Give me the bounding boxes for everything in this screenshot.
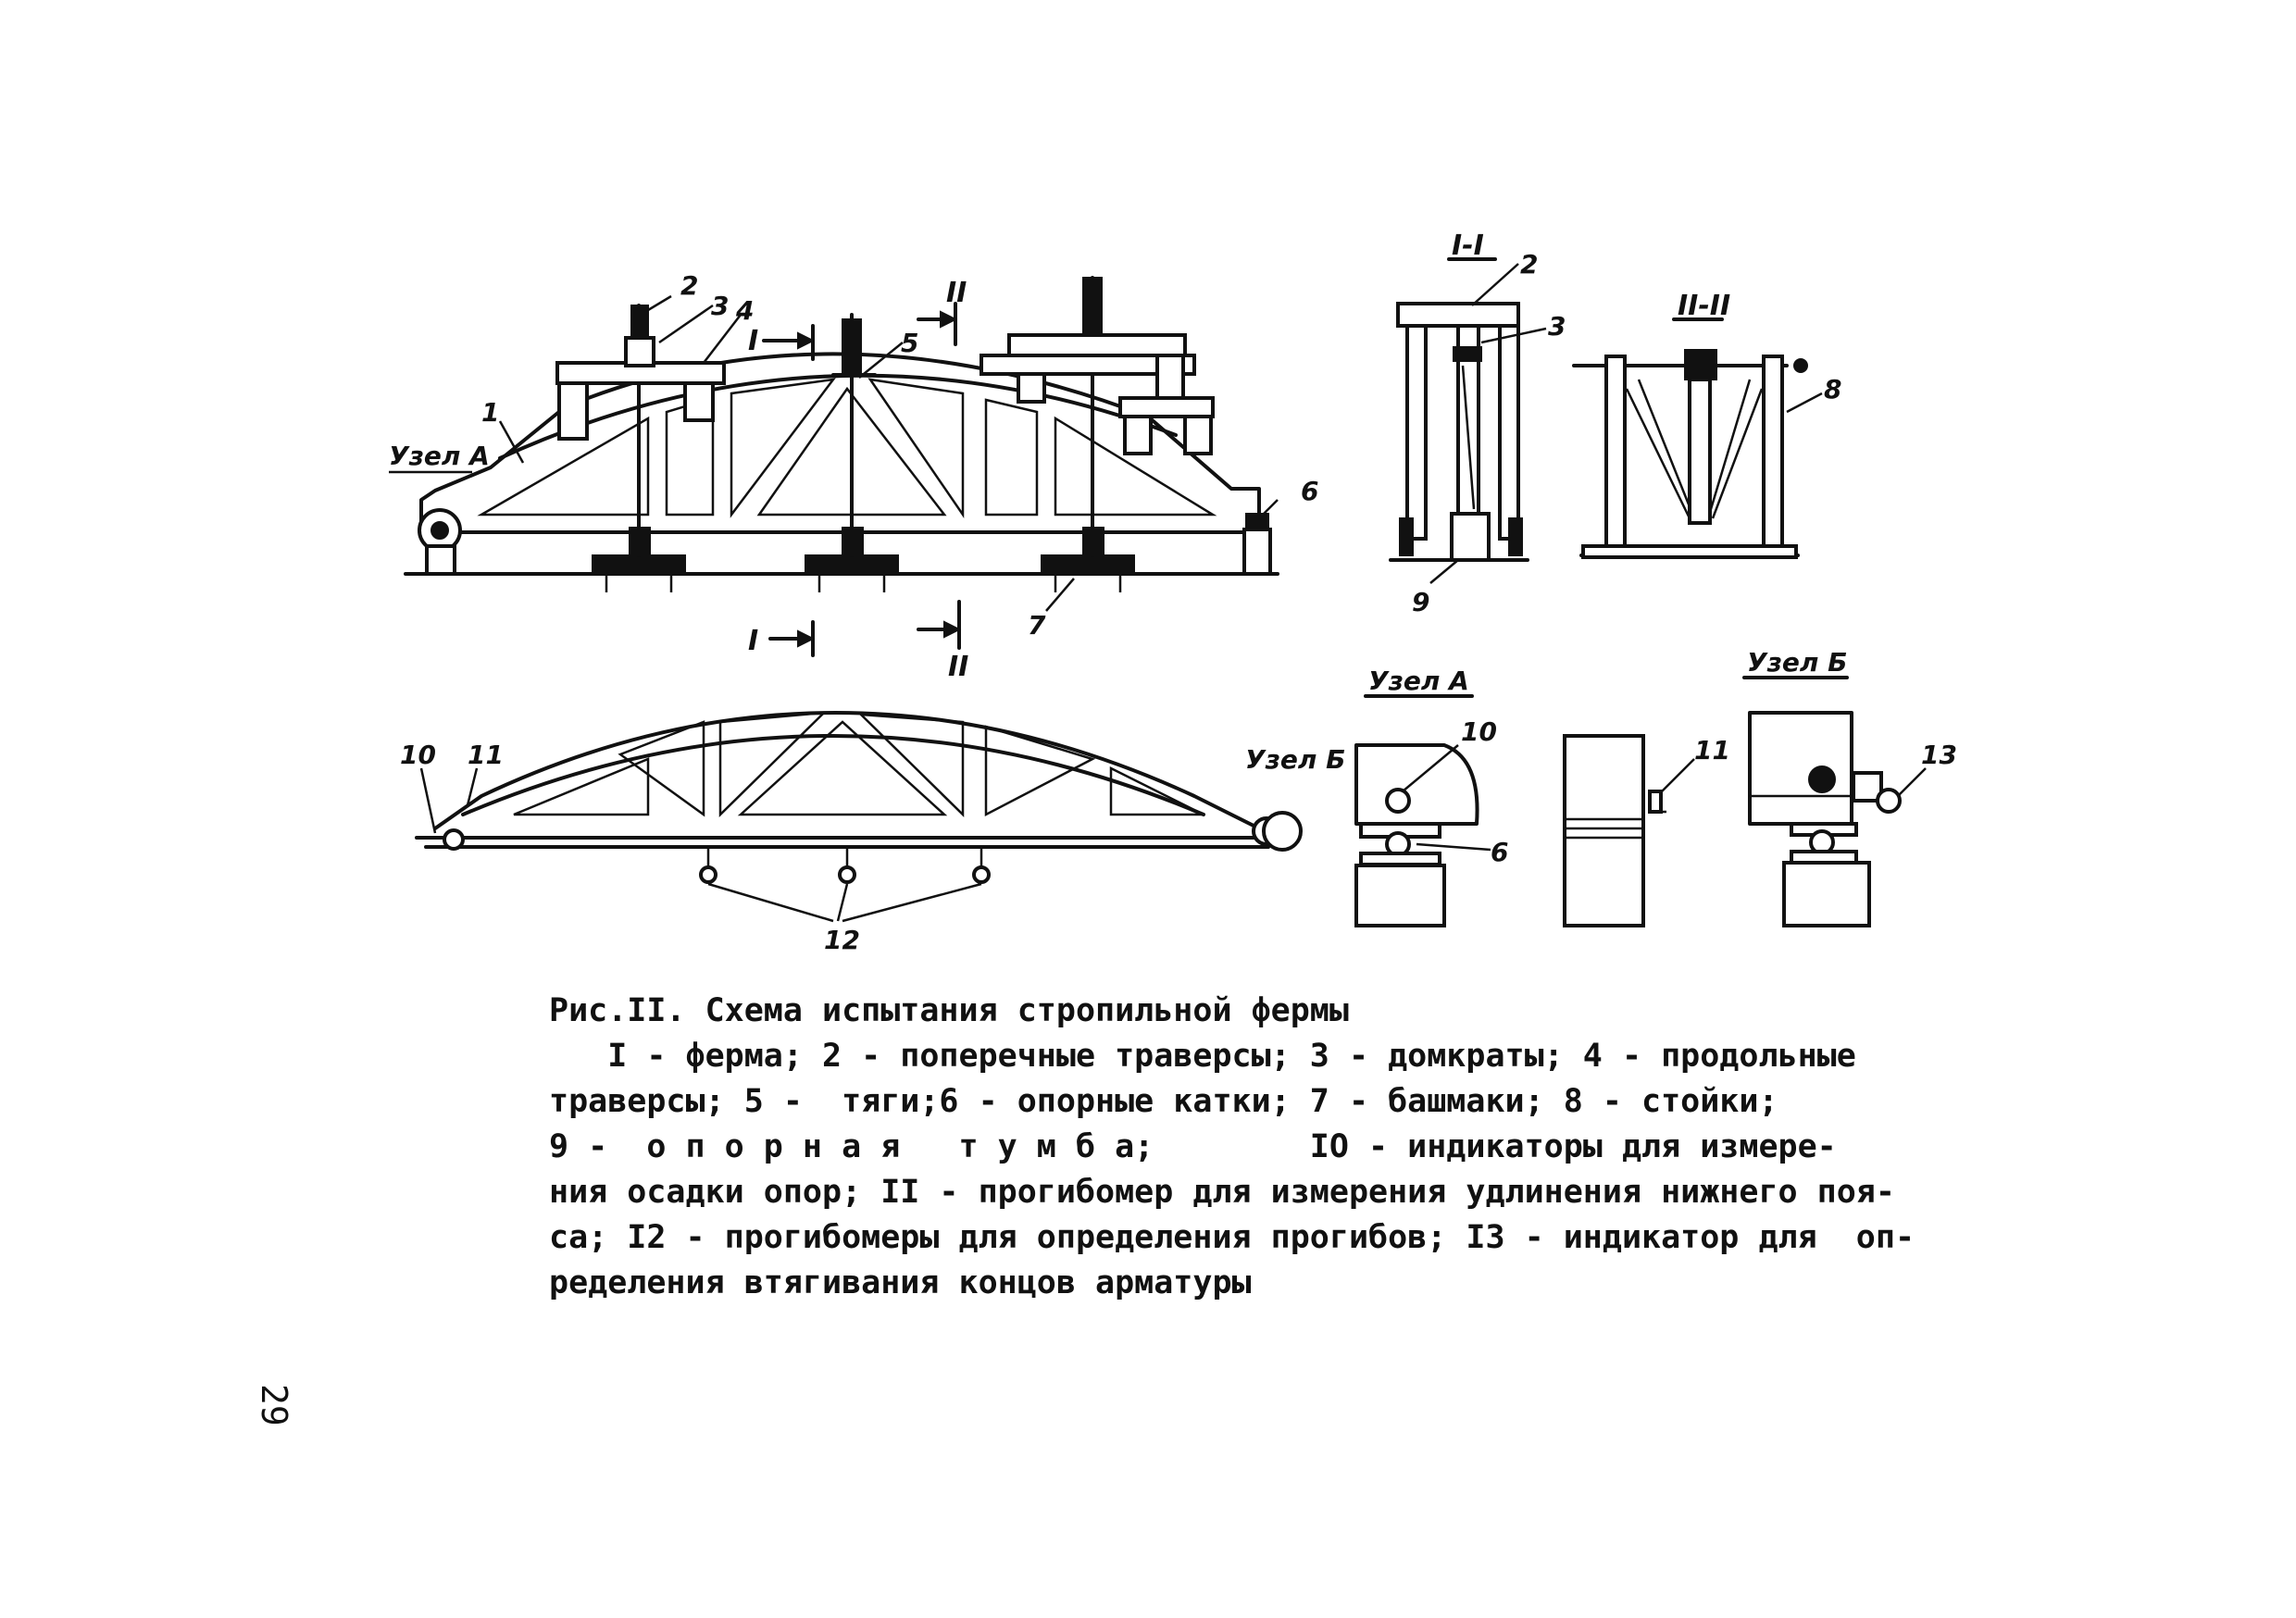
node-b-labels: Узел Б 13	[1742, 647, 1957, 770]
section-mark-i-top: I	[748, 325, 758, 357]
label-4: 4	[735, 295, 754, 326]
support-column-detail	[1563, 734, 1695, 927]
label-6: 6	[1301, 476, 1318, 506]
truss-plan-view	[415, 711, 1303, 923]
section-i-i	[1389, 263, 1547, 584]
view-title-i-i: I-I	[1452, 230, 1484, 262]
label-12: 12	[824, 925, 860, 955]
label-1: 1	[481, 397, 499, 428]
label-9: 9	[1412, 587, 1429, 617]
section-ii-ii-labels: II-II 8	[1672, 290, 1841, 404]
figure-caption: Рис.II. Схема испытания стропильной ферм…	[549, 989, 1915, 1306]
label-7: 7	[1028, 610, 1046, 641]
plan-labels: 10 11 12 Узел Б	[400, 740, 1345, 955]
label-10: 10	[400, 740, 436, 770]
page-number: 29	[254, 1384, 294, 1426]
section-mark-i-bottom: I	[748, 625, 758, 657]
caption-title: Рис.II. Схема испытания стропильной ферм…	[549, 992, 1349, 1029]
caption-line: траверсы; 5 - тяги;6 - опорные катки; 7 …	[549, 1083, 1778, 1120]
label-2: 2	[680, 270, 698, 301]
section-ii-ii	[1572, 349, 1823, 559]
label-6-node: 6	[1491, 837, 1508, 867]
label-uzel-a: Узел А	[389, 441, 490, 471]
support-column-labels: 11	[1694, 735, 1730, 765]
caption-line: са; I2 - прогибомеры для определения про…	[549, 1219, 1915, 1256]
label-11-node: 11	[1694, 735, 1730, 765]
label-11: 11	[468, 740, 504, 770]
view-title-ii-ii: II-II	[1678, 290, 1730, 322]
section-i-i-labels: I-I 2 3 9	[1412, 230, 1566, 617]
node-a-title: Узел А	[1368, 666, 1469, 696]
truss-elevation	[389, 276, 1279, 657]
caption-line: ределения втягивания концов арматуры	[549, 1264, 1252, 1301]
caption-line: ния осадки опор; II - прогибомер для изм…	[549, 1174, 1895, 1211]
label-uzel-b: Узел Б	[1245, 744, 1345, 775]
node-a-labels: Узел А 10 6	[1364, 666, 1508, 867]
label-3: 3	[711, 291, 729, 321]
section-mark-ii-top: II	[946, 277, 967, 309]
label-8: 8	[1824, 374, 1841, 404]
node-b-title: Узел Б	[1747, 647, 1847, 678]
label-13: 13	[1921, 740, 1957, 770]
label-5: 5	[901, 328, 918, 358]
label-2-i-i: 2	[1520, 249, 1538, 280]
caption-line: I - ферма; 2 - поперечные траверсы; 3 - …	[549, 1038, 1856, 1075]
label-3-i-i: 3	[1548, 311, 1566, 342]
label-10-node: 10	[1461, 716, 1497, 747]
caption-line: 9 - о п о р н а я т у м б а; IO - индика…	[549, 1128, 1837, 1165]
node-b-detail	[1748, 711, 1927, 927]
node-a-detail	[1354, 743, 1491, 927]
elevation-labels: 1 2 3 4 5 6 7 Узел А I II I II	[389, 270, 1318, 683]
section-mark-ii-bottom: II	[948, 651, 968, 683]
